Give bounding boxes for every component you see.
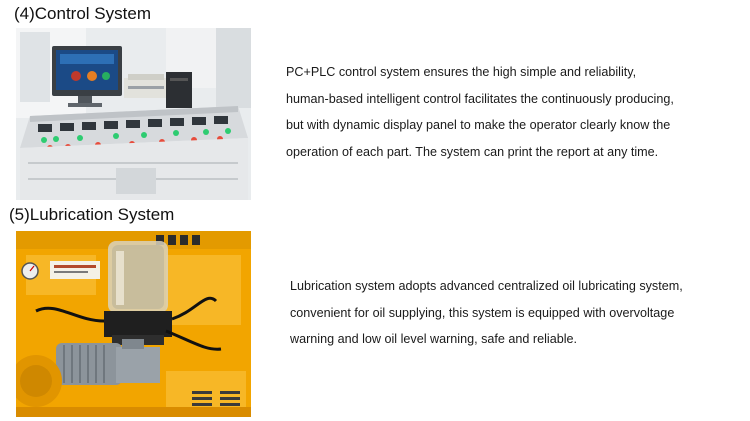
control-console-photo [16,28,251,200]
section-description: PC+PLC control system ensures the high s… [286,59,736,165]
description-line: warning and low oil level warning, safe … [290,332,578,346]
lubrication-pump-photo [16,231,251,417]
section-description: Lubrication system adopts advanced centr… [290,273,740,353]
section-heading: (5)Lubrication System [9,205,175,224]
description-line: operation of each part. The system can p… [286,144,659,159]
description-line: convenient for oil supplying, this syste… [290,305,675,320]
description-line: Lubrication system adopts advanced centr… [290,279,683,293]
description-line: but with dynamic display panel to make t… [286,118,671,132]
section-heading: (4)Control System [14,4,151,23]
description-line: PC+PLC control system ensures the high s… [286,65,637,79]
description-line: human-based intelligent control facilita… [286,91,674,106]
